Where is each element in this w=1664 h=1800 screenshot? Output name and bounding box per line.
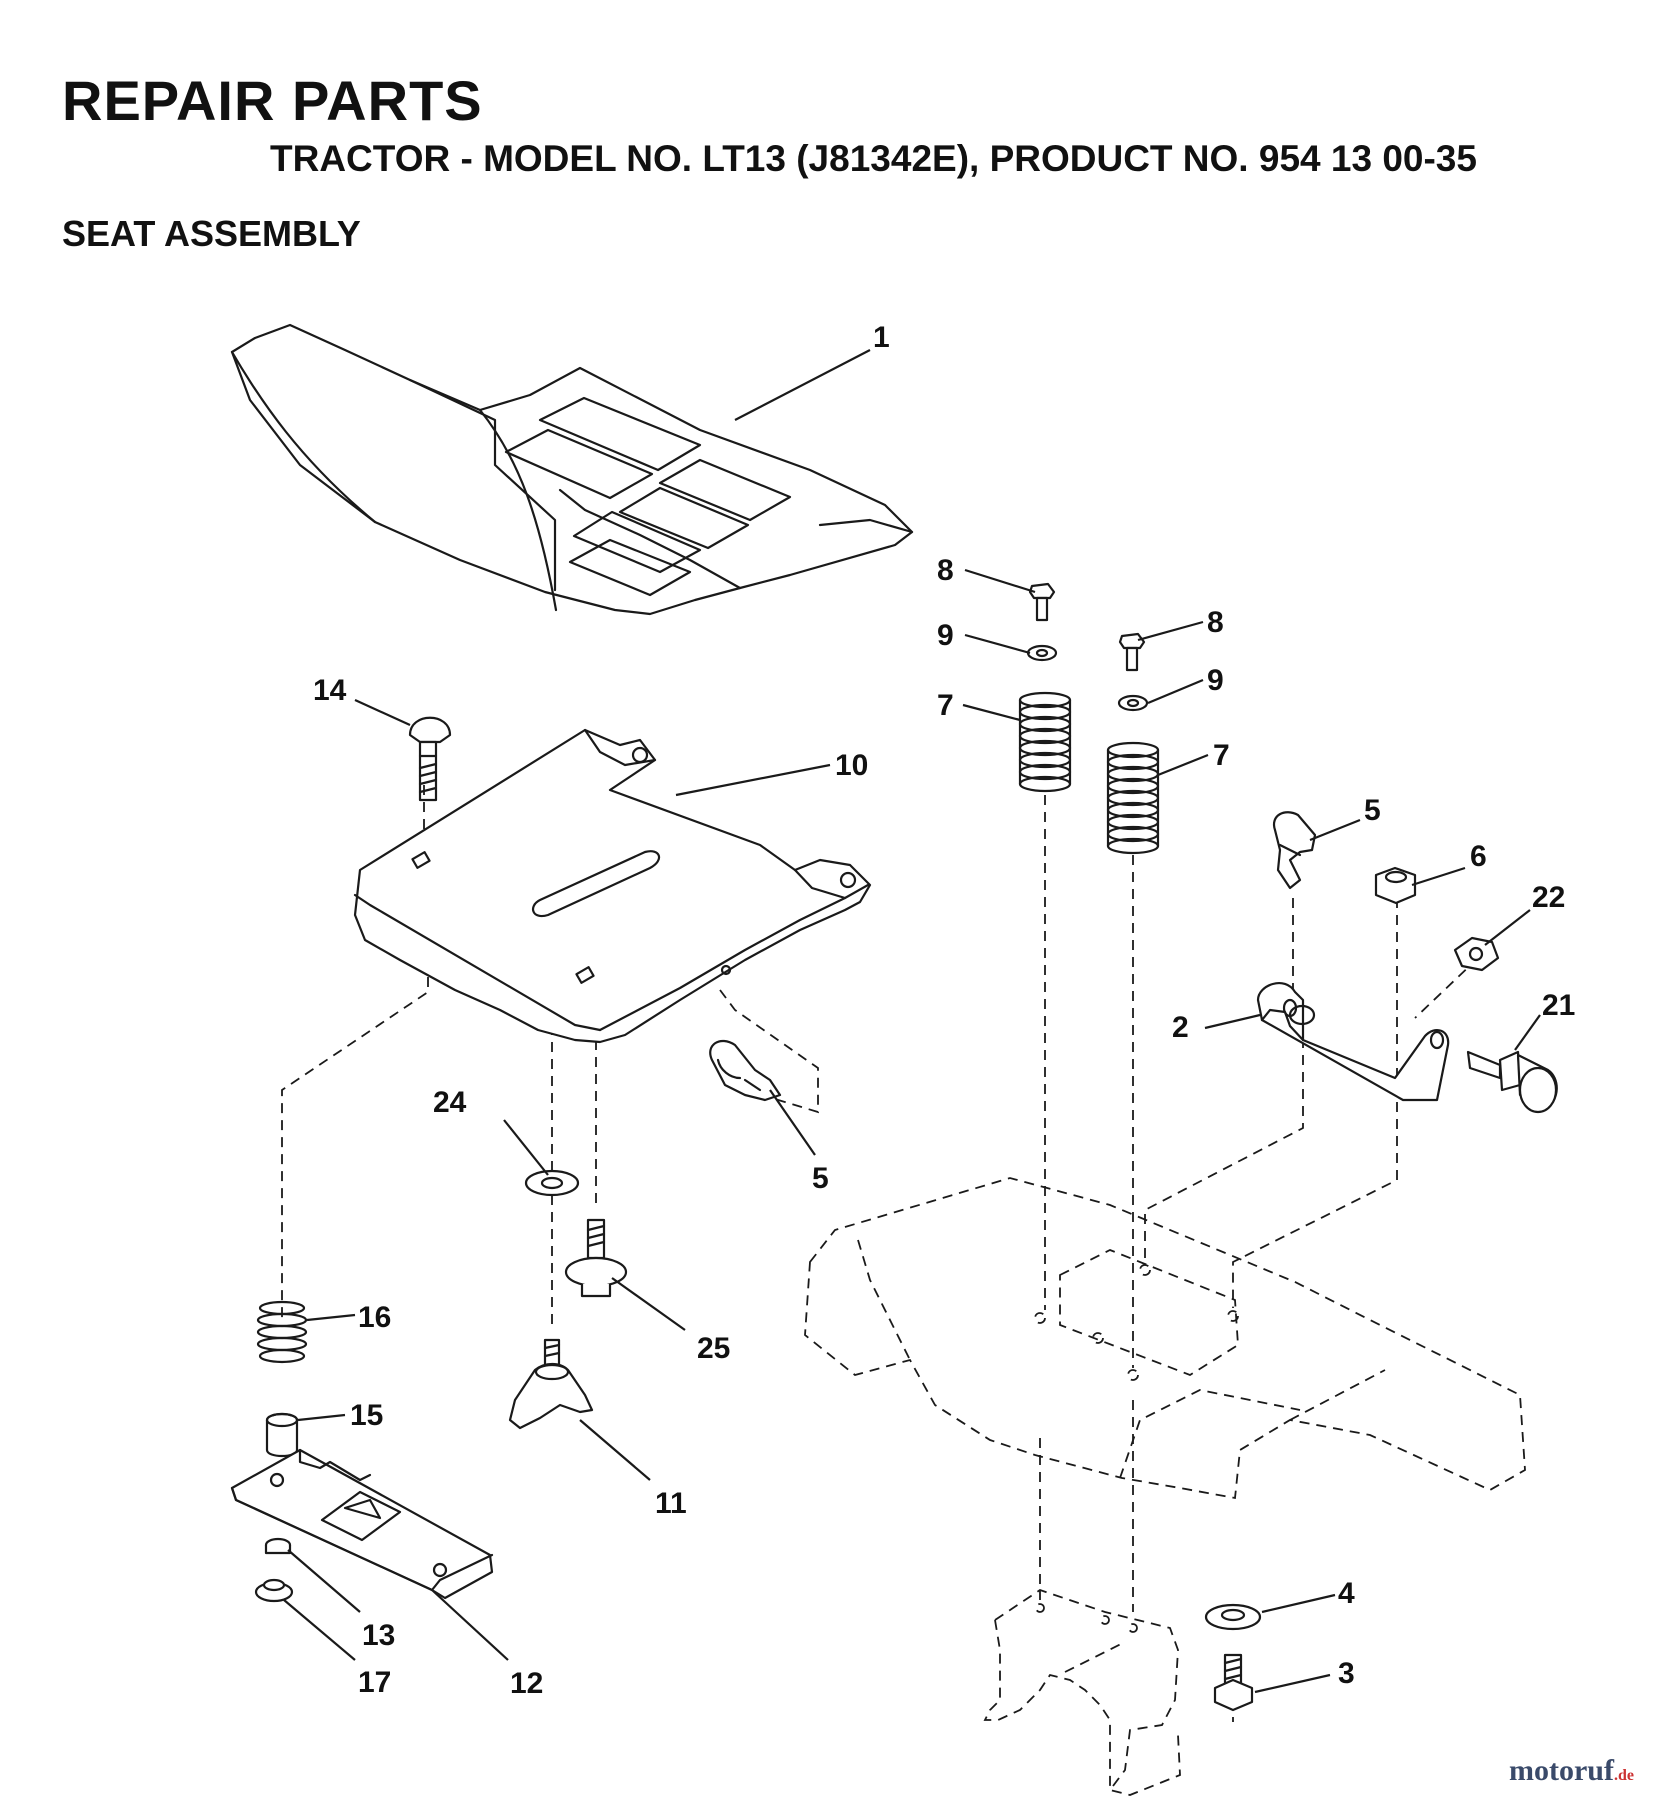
fender-outline [804, 1177, 1526, 1796]
callout-11: 11 [655, 1487, 687, 1520]
clip-left-part [709, 1039, 782, 1102]
callout-7-right: 7 [1213, 739, 1230, 772]
callout-10: 10 [835, 749, 868, 782]
callout-9-left: 9 [937, 619, 954, 652]
callout-16: 16 [358, 1301, 391, 1334]
callout-1: 1 [873, 321, 890, 354]
carriage-bolt-part [408, 716, 452, 802]
callout-14: 14 [313, 674, 347, 707]
callout-3: 3 [1338, 1657, 1355, 1690]
leader-lines [283, 349, 1541, 1694]
washer-9-right-part [1117, 694, 1149, 712]
bolt-8-right-part [1118, 632, 1146, 672]
bolt-8-left-part [1028, 582, 1056, 622]
knob-part [508, 1338, 594, 1430]
model-subtitle: TRACTOR - MODEL NO. LT13 (J81342E), PROD… [270, 138, 1477, 179]
spring-16-part [256, 1300, 308, 1364]
page-title: REPAIR PARTS [62, 69, 483, 132]
callout-15: 15 [350, 1399, 383, 1432]
callout-5-right: 5 [1364, 794, 1381, 827]
callout-22: 22 [1532, 881, 1565, 914]
callout-25: 25 [697, 1332, 730, 1365]
flange-nut-17-part [254, 1578, 294, 1603]
clip-right-part [1272, 811, 1317, 890]
bolt-3-part [1213, 1653, 1254, 1712]
spacer-15-part [265, 1412, 299, 1458]
slide-rail-part [230, 1448, 494, 1600]
callout-6: 6 [1470, 840, 1487, 873]
spring-7-right-part [1106, 741, 1160, 855]
shoulder-screw-part [1466, 1050, 1558, 1114]
watermark-brand: motoruf [1509, 1754, 1614, 1787]
callout-9-right: 9 [1207, 664, 1224, 697]
seat-pan-part [353, 728, 872, 1044]
nut-22-part [1453, 936, 1500, 972]
callout-13: 13 [362, 1619, 395, 1652]
callout-12: 12 [510, 1667, 543, 1700]
assembly-lines [281, 785, 1479, 1722]
callout-8-left: 8 [937, 554, 954, 587]
callout-17: 17 [358, 1666, 391, 1699]
callout-4: 4 [1338, 1577, 1355, 1610]
nut-6-part [1374, 866, 1417, 905]
washer-4-part [1204, 1603, 1262, 1631]
callout-8-right: 8 [1207, 606, 1224, 639]
washer-9-left-part [1026, 644, 1058, 662]
watermark-tld: .de [1614, 1767, 1634, 1784]
bracket-part [1256, 982, 1450, 1102]
shoulder-bolt-part [564, 1218, 628, 1298]
spring-7-left-part [1018, 691, 1072, 793]
callout-labels: 1 2 3 4 5 5 6 7 7 8 8 9 9 10 11 12 13 14… [313, 321, 1575, 1700]
callout-21: 21 [1542, 989, 1575, 1022]
washer-24-part [524, 1169, 580, 1197]
nut-13-part [264, 1537, 292, 1555]
callout-5-left: 5 [812, 1162, 829, 1195]
seat-part [230, 323, 914, 616]
callout-7-left: 7 [937, 689, 954, 722]
section-heading: SEAT ASSEMBLY [62, 213, 361, 254]
callout-24: 24 [433, 1086, 467, 1119]
watermark-logo: motoruf.de [1509, 1754, 1634, 1788]
callout-2: 2 [1172, 1011, 1189, 1044]
